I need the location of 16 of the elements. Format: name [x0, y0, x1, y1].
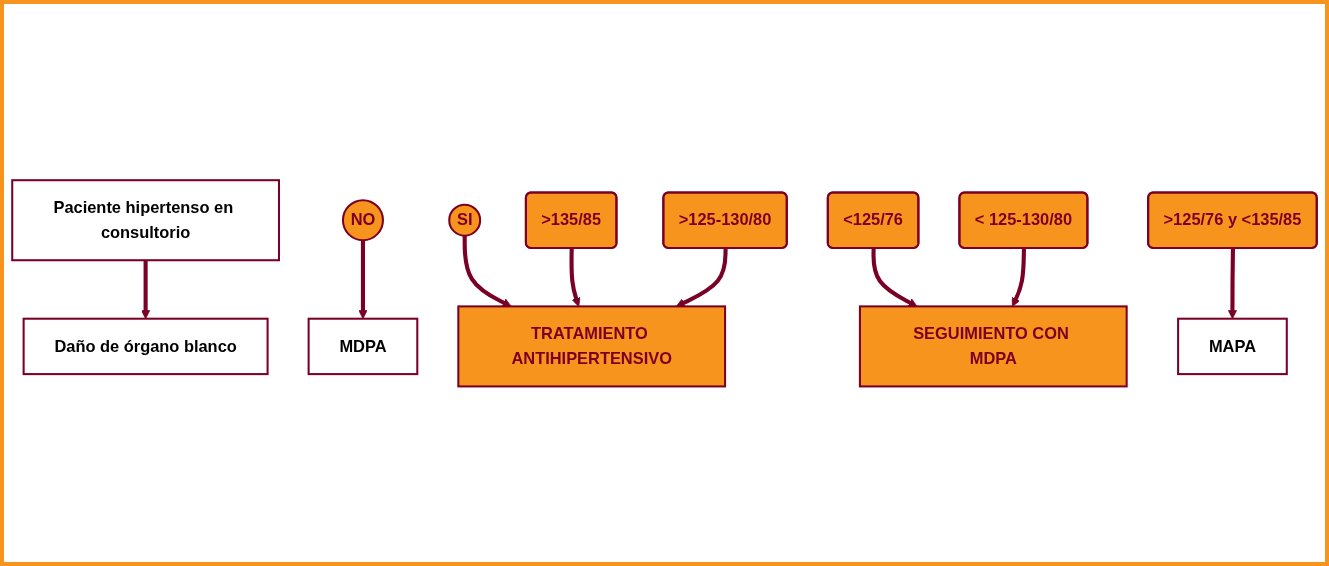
- arrow: [569, 248, 581, 307]
- arrow: [141, 259, 151, 319]
- arrow: [1011, 248, 1026, 307]
- node-circle: NO: [341, 198, 384, 241]
- arrow: [358, 239, 368, 319]
- arrow: [462, 235, 512, 307]
- arrow: [1227, 248, 1237, 319]
- node-box: Paciente hipertenso en consultorio: [11, 178, 280, 261]
- arrow: [675, 248, 728, 307]
- node-box: MDPA: [307, 317, 419, 375]
- node-circle: SI: [448, 203, 482, 237]
- node-box: SEGUIMIENTO CON MDPA: [858, 305, 1128, 388]
- node-box: MAPA: [1177, 317, 1288, 375]
- arrow: [871, 248, 918, 307]
- node-box: TRATAMIENTO ANTIHIPERTENSIVO: [457, 305, 727, 388]
- node-box: Daño de órgano blanco: [22, 317, 269, 375]
